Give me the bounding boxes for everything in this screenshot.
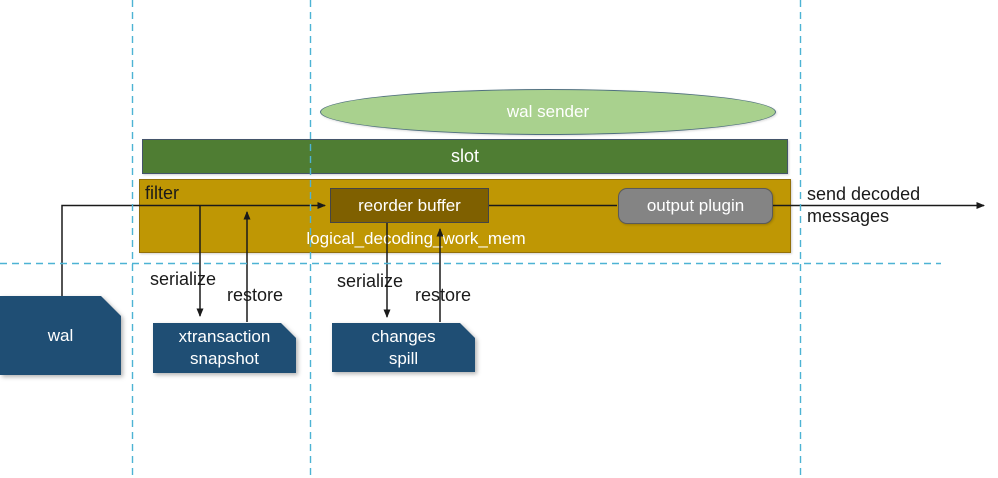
serialize-spill-label: serialize	[337, 271, 404, 291]
slot-node: slot	[142, 139, 788, 174]
xtransaction-snapshot-label: xtransaction snapshot	[178, 327, 271, 368]
wal-sender-node: wal sender	[320, 89, 776, 135]
wal-sender-label: wal sender	[506, 102, 590, 121]
changes-spill-label: changes spill	[371, 326, 436, 368]
xtransaction-snapshot-node: xtransaction snapshot	[153, 323, 296, 373]
output-plugin-label: output plugin	[646, 196, 745, 215]
slot-label: slot	[450, 146, 479, 166]
serialize-snapshot-label: serialize	[150, 269, 217, 289]
restore-spill-label: restore	[415, 285, 472, 305]
restore-snapshot-label: restore	[227, 285, 284, 305]
output-plugin-node: output plugin	[618, 188, 773, 224]
changes-spill-node: changes spill	[332, 323, 475, 372]
wal-file-shape: wal	[0, 296, 121, 375]
wal-file-label: wal	[47, 325, 74, 345]
xtransaction-snapshot-shape: xtransaction snapshot	[153, 323, 296, 373]
wal-file-node: wal	[0, 296, 121, 375]
filter-label: filter	[145, 183, 180, 203]
reorder-buffer-node: reorder buffer	[330, 188, 489, 223]
send-decoded-messages-label: send decoded messages	[807, 184, 921, 226]
reorder-buffer-label: reorder buffer	[358, 195, 461, 215]
changes-spill-shape: changes spill	[332, 323, 475, 372]
work-mem-label: logical_decoding_work_mem	[306, 229, 526, 248]
